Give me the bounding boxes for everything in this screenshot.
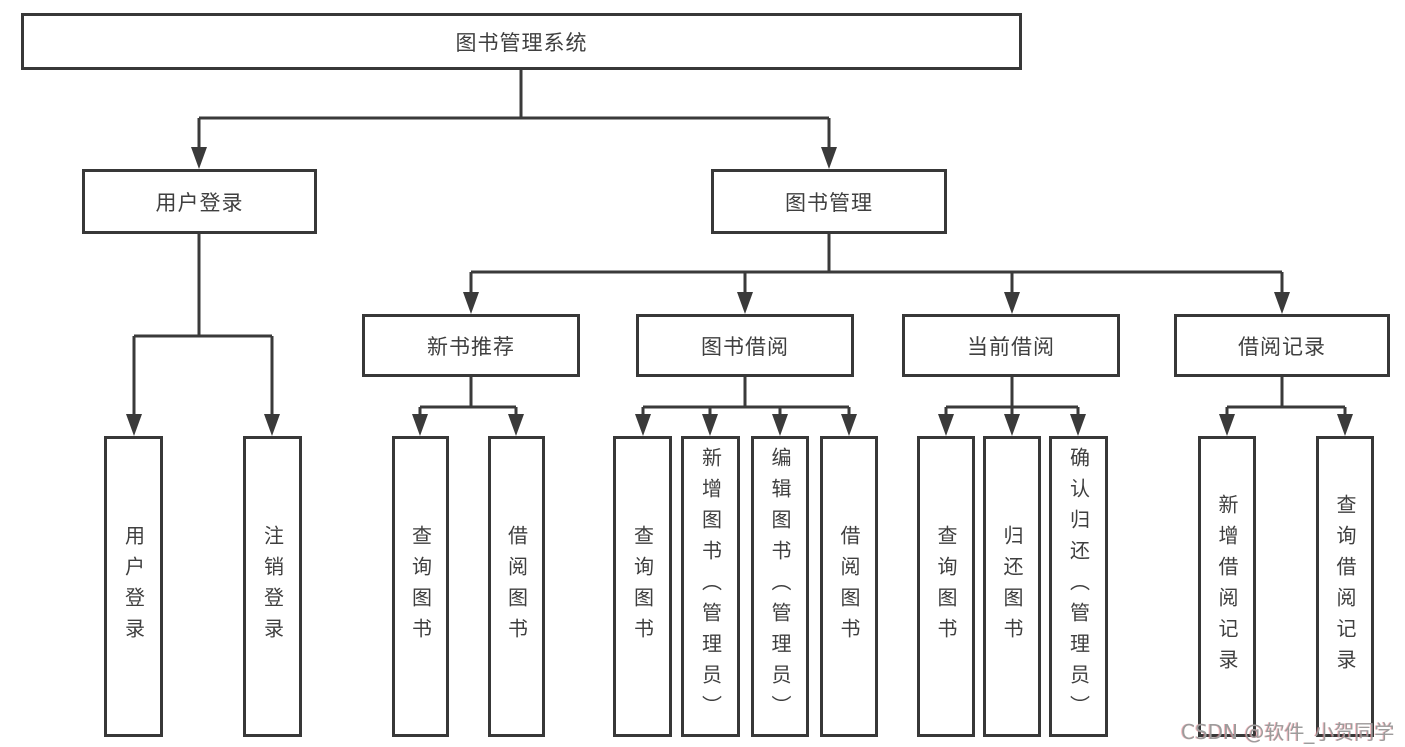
node-label: 查询图书	[934, 524, 958, 649]
node-label: 查询借阅记录	[1333, 493, 1357, 680]
node-leaf-add-borrow-record: 新增借阅记录	[1198, 436, 1256, 737]
node-leaf-confirm-return-admin: 确认归还（管理员）	[1049, 436, 1108, 737]
node-label: 注销登录	[260, 524, 285, 649]
node-library-system: 图书管理系统	[21, 13, 1022, 70]
node-label: 查询图书	[408, 524, 433, 649]
node-leaf-logout: 注销登录	[243, 436, 302, 737]
node-new-book-recommend: 新书推荐	[362, 314, 580, 377]
node-label: 图书管理	[785, 190, 873, 215]
node-label: 用户登录	[121, 524, 146, 649]
node-label: 当前借阅	[967, 334, 1055, 359]
node-leaf-add-books-admin: 新增图书（管理员）	[681, 436, 740, 737]
node-label: 查询图书	[630, 524, 655, 649]
node-leaf-borrow-books: 借阅图书	[820, 436, 878, 737]
node-label: 新增借阅记录	[1215, 493, 1239, 680]
node-borrowing-records: 借阅记录	[1174, 314, 1390, 377]
node-leaf-query-borrow-record: 查询借阅记录	[1316, 436, 1374, 737]
connector-paths	[132, 69, 1347, 416]
node-book-management: 图书管理	[711, 169, 947, 234]
node-label: 新增图书（管理员）	[698, 447, 723, 726]
node-label: 新书推荐	[427, 334, 515, 359]
node-book-borrowing: 图书借阅	[636, 314, 854, 377]
node-label: 借阅记录	[1238, 334, 1326, 359]
node-leaf-query-books-recommend: 查询图书	[392, 436, 449, 737]
node-label: 图书借阅	[701, 334, 789, 359]
node-leaf-user-login: 用户登录	[104, 436, 163, 737]
node-label: 确认归还（管理员）	[1066, 447, 1091, 726]
csdn-watermark: CSDN @软件_小贺同学	[1181, 720, 1395, 744]
node-leaf-edit-books-admin: 编辑图书（管理员）	[751, 436, 809, 737]
node-leaf-query-books-borrow: 查询图书	[613, 436, 672, 737]
node-leaf-borrow-books-recommend: 借阅图书	[488, 436, 545, 737]
node-label: 借阅图书	[504, 524, 529, 649]
node-leaf-query-books-current: 查询图书	[917, 436, 975, 737]
node-leaf-return-books: 归还图书	[983, 436, 1041, 737]
node-label: 用户登录	[155, 190, 244, 215]
node-label: 借阅图书	[837, 524, 861, 649]
node-current-borrowing: 当前借阅	[902, 314, 1120, 377]
node-label: 编辑图书（管理员）	[768, 447, 792, 726]
node-label: 图书管理系统	[455, 30, 588, 55]
node-label: 归还图书	[1000, 524, 1024, 649]
node-user-login-branch: 用户登录	[82, 169, 317, 234]
